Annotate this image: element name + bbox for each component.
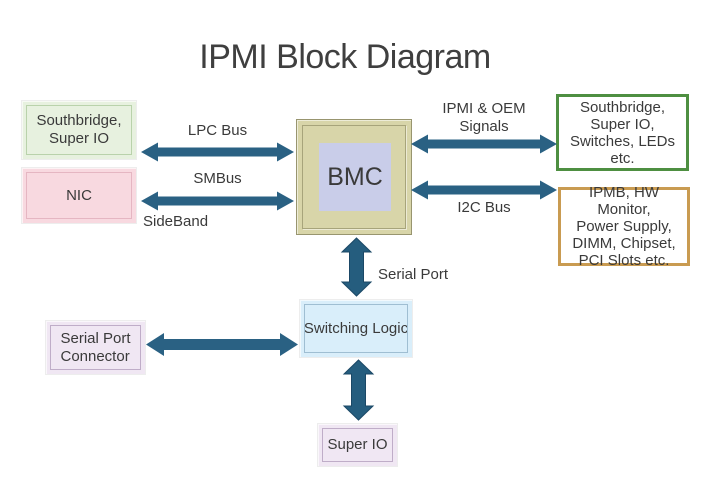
node-super-io-label: Super IO	[327, 436, 388, 453]
switching-superio-arrow	[341, 359, 376, 421]
serial-port-label: Serial Port	[378, 266, 449, 283]
i2c-bus-arrow	[411, 178, 557, 202]
node-switching-logic: Switching Logic	[300, 300, 412, 357]
node-peripherals-top-label: Southbridge, Super IO, Switches, LEDs et…	[569, 98, 676, 167]
node-bmc: BMC	[296, 119, 412, 235]
node-super-io: Super IO	[318, 424, 397, 466]
node-peripherals-bottom-label: IPMB, HW Monitor, Power Supply, DIMM, Ch…	[572, 184, 676, 269]
sideband-label: SideBand	[143, 213, 209, 230]
node-nic: NIC	[22, 168, 136, 223]
ipmi-oem-signals-arrow	[411, 132, 557, 156]
serial-connector-arrow	[146, 331, 298, 358]
node-serial-port-connector-label: Serial Port Connector	[60, 329, 131, 365]
node-southbridge-superio-label: Southbridge, Super IO	[36, 112, 122, 147]
smbus-label: SMBus	[193, 170, 242, 187]
node-bmc-core: BMC	[319, 143, 391, 211]
serial-port-arrow	[339, 237, 374, 297]
diagram-title: IPMI Block Diagram	[199, 38, 491, 76]
node-serial-port-connector: Serial Port Connector	[46, 321, 145, 374]
ipmi-oem-signals-label: IPMI & OEM Signals	[442, 100, 526, 135]
lpc-bus-label: LPC Bus	[187, 122, 248, 139]
node-switching-logic-label: Switching Logic	[303, 319, 409, 337]
node-nic-label: NIC	[66, 186, 92, 204]
smbus-arrow	[141, 189, 294, 213]
node-bmc-label: BMC	[327, 162, 383, 191]
node-southbridge-superio: Southbridge, Super IO	[22, 101, 136, 159]
node-peripherals-top: Southbridge, Super IO, Switches, LEDs et…	[556, 94, 689, 171]
i2c-bus-label: I2C Bus	[457, 199, 511, 216]
node-peripherals-bottom: IPMB, HW Monitor, Power Supply, DIMM, Ch…	[558, 184, 690, 269]
lpc-bus-arrow	[141, 140, 294, 164]
